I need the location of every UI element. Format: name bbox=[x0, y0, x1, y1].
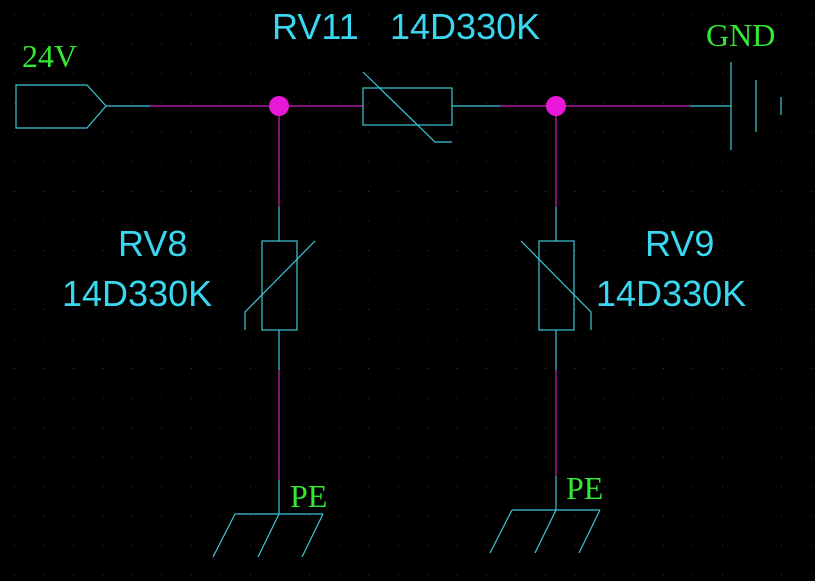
rv9-value-label: 14D330K bbox=[596, 273, 746, 314]
junction-dot-icon[interactable] bbox=[269, 96, 289, 116]
pe-right-tick-2 bbox=[534, 509, 557, 554]
junction-dot-icon[interactable] bbox=[546, 96, 566, 116]
pe-earth-icon[interactable] bbox=[489, 509, 601, 554]
varistor-icon bbox=[362, 87, 453, 126]
pe-right-tick-3 bbox=[578, 509, 601, 554]
pe-right-tick-1 bbox=[489, 509, 513, 554]
rv11-ref-label: RV11 bbox=[272, 6, 359, 47]
net-label-gnd: GND bbox=[706, 17, 775, 53]
pe-left-tick-2 bbox=[257, 513, 280, 558]
net-label-pe-left: PE bbox=[290, 478, 327, 514]
net-label-24v: 24V bbox=[22, 38, 77, 74]
rv9-ref-label: RV9 bbox=[645, 223, 714, 264]
pe-earth-icon[interactable] bbox=[212, 513, 324, 558]
varistor-rv11[interactable] bbox=[362, 71, 453, 143]
varistor-arrow-rv11 bbox=[362, 71, 452, 143]
net-label-pe-right: PE bbox=[566, 470, 603, 506]
rv11-value-label: 14D330K bbox=[390, 6, 540, 47]
pe-left-tick-3 bbox=[301, 513, 324, 558]
rv8-ref-label: RV8 bbox=[118, 223, 187, 264]
port-icon[interactable] bbox=[15, 84, 107, 129]
rv8-value-label: 14D330K bbox=[62, 273, 212, 314]
pe-left-tick-1 bbox=[212, 513, 236, 558]
ground-icon[interactable] bbox=[730, 62, 782, 150]
varistor-arrow-rv8 bbox=[244, 240, 316, 330]
varistor-arrow-rv9 bbox=[520, 240, 592, 330]
